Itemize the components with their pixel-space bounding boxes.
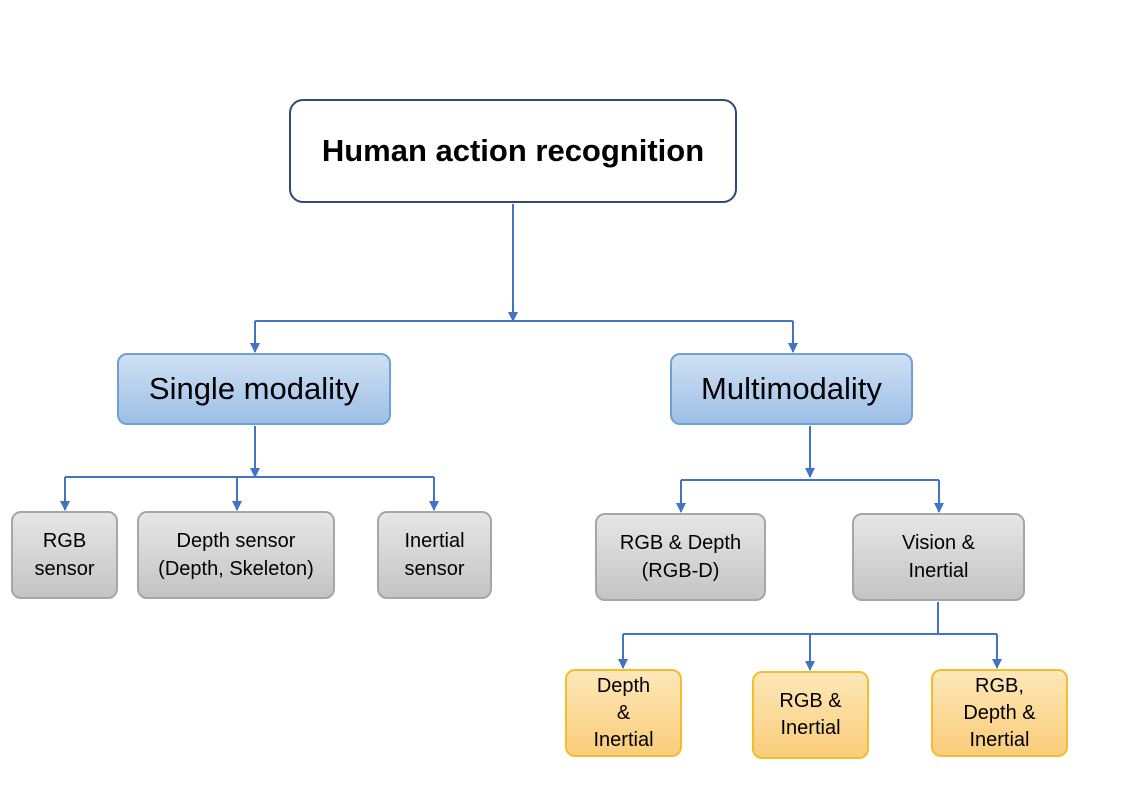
rgb-sensor-node: RGB sensor [11, 511, 118, 599]
depth-sensor-label: Depth sensor (Depth, Skeleton) [158, 530, 314, 580]
rgb-depth-inertial-label: RGB, Depth & Inertial [963, 674, 1036, 751]
depth-sensor-node: Depth sensor (Depth, Skeleton) [137, 511, 335, 599]
rgb-depth-node: RGB & Depth (RGB-D) [595, 513, 766, 601]
rgb-sensor-label: RGB sensor [34, 530, 95, 580]
vision-inertial-label: Vision & Inertial [901, 532, 975, 582]
root-node: Human action recognition [289, 99, 737, 203]
rgb-depth-label: RGB & Depth (RGB-D) [619, 532, 742, 582]
multimodality-node: Multimodality [670, 353, 913, 425]
rgb-inertial-label: RGB & Inertial [779, 690, 842, 739]
rgb-depth-inertial-node: RGB, Depth & Inertial [931, 669, 1068, 757]
depth-inertial-label: Depth & Inertial [593, 674, 654, 751]
inertial-sensor-label: Inertial sensor [404, 530, 465, 580]
single-modality-label: Single modality [148, 371, 360, 406]
root-label: Human action recognition [321, 133, 705, 168]
inertial-sensor-node: Inertial sensor [377, 511, 492, 599]
vision-inertial-node: Vision & Inertial [852, 513, 1025, 601]
depth-inertial-node: Depth & Inertial [565, 669, 682, 757]
single-modality-node: Single modality [117, 353, 391, 425]
rgb-inertial-node: RGB & Inertial [752, 671, 869, 759]
multimodality-label: Multimodality [701, 371, 882, 406]
